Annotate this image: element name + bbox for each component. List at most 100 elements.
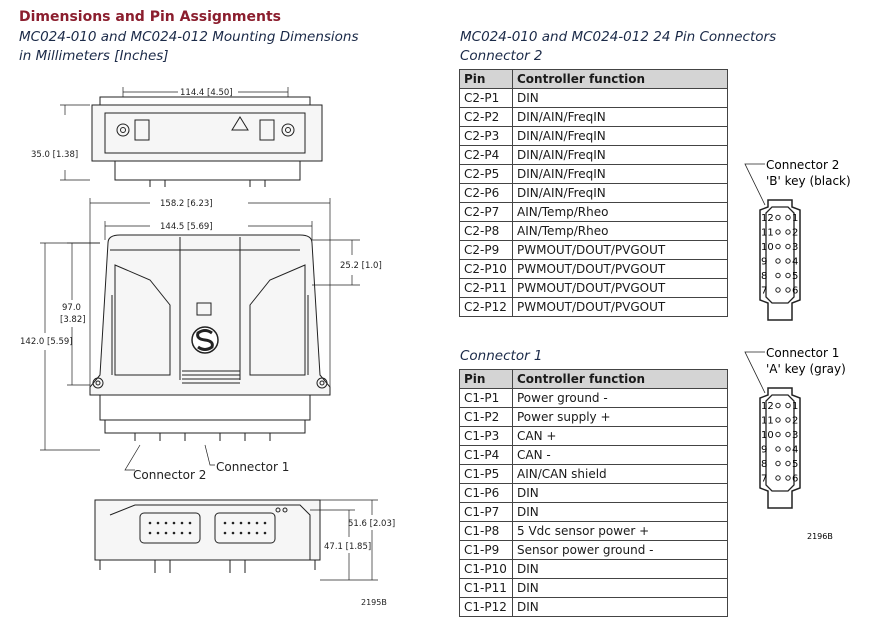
controller-function: PWMOUT/DOUT/PVGOUT	[512, 240, 728, 260]
pin-id: C1-P4	[459, 445, 513, 465]
controller-function: DIN	[512, 578, 728, 598]
pin-socket-icon	[775, 272, 781, 279]
dim-height-142: 142.0 [5.59]	[20, 337, 73, 347]
pin-number-right: 3	[792, 430, 798, 441]
pin-socket-icon	[775, 214, 781, 221]
pin-id: C2-P6	[459, 183, 513, 203]
pin-socket-icon	[775, 229, 781, 235]
controller-function: DIN/AIN/FreqIN	[512, 164, 728, 184]
pin-id: C2-P8	[459, 221, 513, 241]
pin-id: C1-P7	[459, 502, 513, 522]
pin-column-header: Pin	[459, 369, 513, 389]
pin-id: C2-P4	[459, 145, 513, 165]
connector2-callout: Connector 2	[133, 468, 206, 482]
pin-socket-icon	[785, 446, 791, 452]
pin-socket-icon	[775, 243, 781, 250]
dim-top-width: 114.4 [4.50]	[180, 88, 233, 98]
function-column-header: Controller function	[512, 69, 728, 89]
pin-number-right: 1	[792, 401, 798, 412]
pin-id: C1-P11	[459, 578, 513, 598]
pin-socket-icon	[785, 272, 791, 279]
controller-function: PWMOUT/DOUT/PVGOUT	[512, 278, 728, 298]
bottom-view	[94, 499, 321, 573]
pin-socket-icon	[785, 229, 791, 235]
pin-socket-icon	[775, 431, 781, 438]
controller-function: DIN	[512, 483, 728, 503]
pin-id: C1-P12	[459, 597, 513, 617]
pin-number-left: 12	[761, 213, 774, 224]
connector2-heading: Connector 2	[460, 48, 543, 64]
dim-height-97: 97.0	[62, 303, 81, 313]
pin-number-left: 9	[761, 257, 767, 268]
pin-number-right: 5	[792, 271, 798, 282]
pin-id: C1-P9	[459, 540, 513, 560]
pin-id: C2-P5	[459, 164, 513, 184]
controller-function: DIN/AIN/FreqIN	[512, 126, 728, 146]
pin-socket-icon	[785, 243, 791, 250]
pin-number-left: 11	[761, 228, 774, 239]
pin-socket-icon	[785, 402, 791, 409]
pin-number-right: 6	[792, 286, 798, 297]
pin-socket-icon	[775, 258, 781, 264]
controller-function: 5 Vdc sensor power +	[512, 521, 728, 541]
pin-socket-icon	[785, 258, 791, 264]
controller-function: PWMOUT/DOUT/PVGOUT	[512, 297, 728, 317]
dim-depth-516: 51.6 [2.03]	[348, 519, 395, 529]
pin-id: C2-P3	[459, 126, 513, 146]
pin-id: C1-P10	[459, 559, 513, 579]
controller-function: DIN	[512, 502, 728, 522]
pin-number-left: 8	[761, 459, 767, 470]
pin-id: C2-P1	[459, 88, 513, 108]
dimension-lines	[40, 87, 378, 581]
pin-number-right: 2	[792, 416, 798, 427]
pin-number-right: 1	[792, 213, 798, 224]
mounting-subtitle-line1: MC024-010 and MC024-012 Mounting Dimensi…	[19, 29, 359, 45]
pin-id: C1-P3	[459, 426, 513, 446]
connector1-heading: Connector 1	[460, 348, 543, 364]
pin-id: C1-P1	[459, 388, 513, 408]
connector2-diagram-label: Connector 2	[766, 158, 839, 172]
pin-number-left: 10	[761, 242, 774, 253]
pin-number-right: 3	[792, 242, 798, 253]
connector2-key-label: 'B' key (black)	[766, 174, 851, 188]
pin-number-left: 12	[761, 401, 774, 412]
controller-function: Power supply +	[512, 407, 728, 427]
connectors-subtitle-line1: MC024-010 and MC024-012 24 Pin Connector…	[460, 29, 777, 45]
mounting-dimensions-subtitle: MC024-010 and MC024-012 Mounting Dimensi…	[19, 28, 379, 66]
dim-top-height: 35.0 [1.38]	[31, 150, 78, 160]
dim-inner-width: 144.5 [5.69]	[160, 222, 213, 232]
connector1-leader-line	[744, 351, 766, 394]
controller-function: DIN/AIN/FreqIN	[512, 183, 728, 203]
pin-socket-icon	[775, 446, 781, 452]
controller-function: CAN -	[512, 445, 728, 465]
pin-socket-icon	[775, 287, 781, 293]
controller-function: DIN/AIN/FreqIN	[512, 145, 728, 165]
controller-function: Power ground -	[512, 388, 728, 408]
pin-number-left: 8	[761, 271, 767, 282]
sauer-logo-icon	[191, 326, 219, 354]
dim-depth-471: 47.1 [1.85]	[324, 542, 371, 552]
mounting-dimension-drawing: 114.4 [4.50] 35.0 [1.38] 158.2 [6.23] 14…	[20, 87, 395, 607]
pin-number-left: 10	[761, 430, 774, 441]
pinout-figure-number: 2196B	[807, 532, 833, 541]
pin-id: C1-P8	[459, 521, 513, 541]
pin-number-right: 4	[792, 445, 798, 456]
